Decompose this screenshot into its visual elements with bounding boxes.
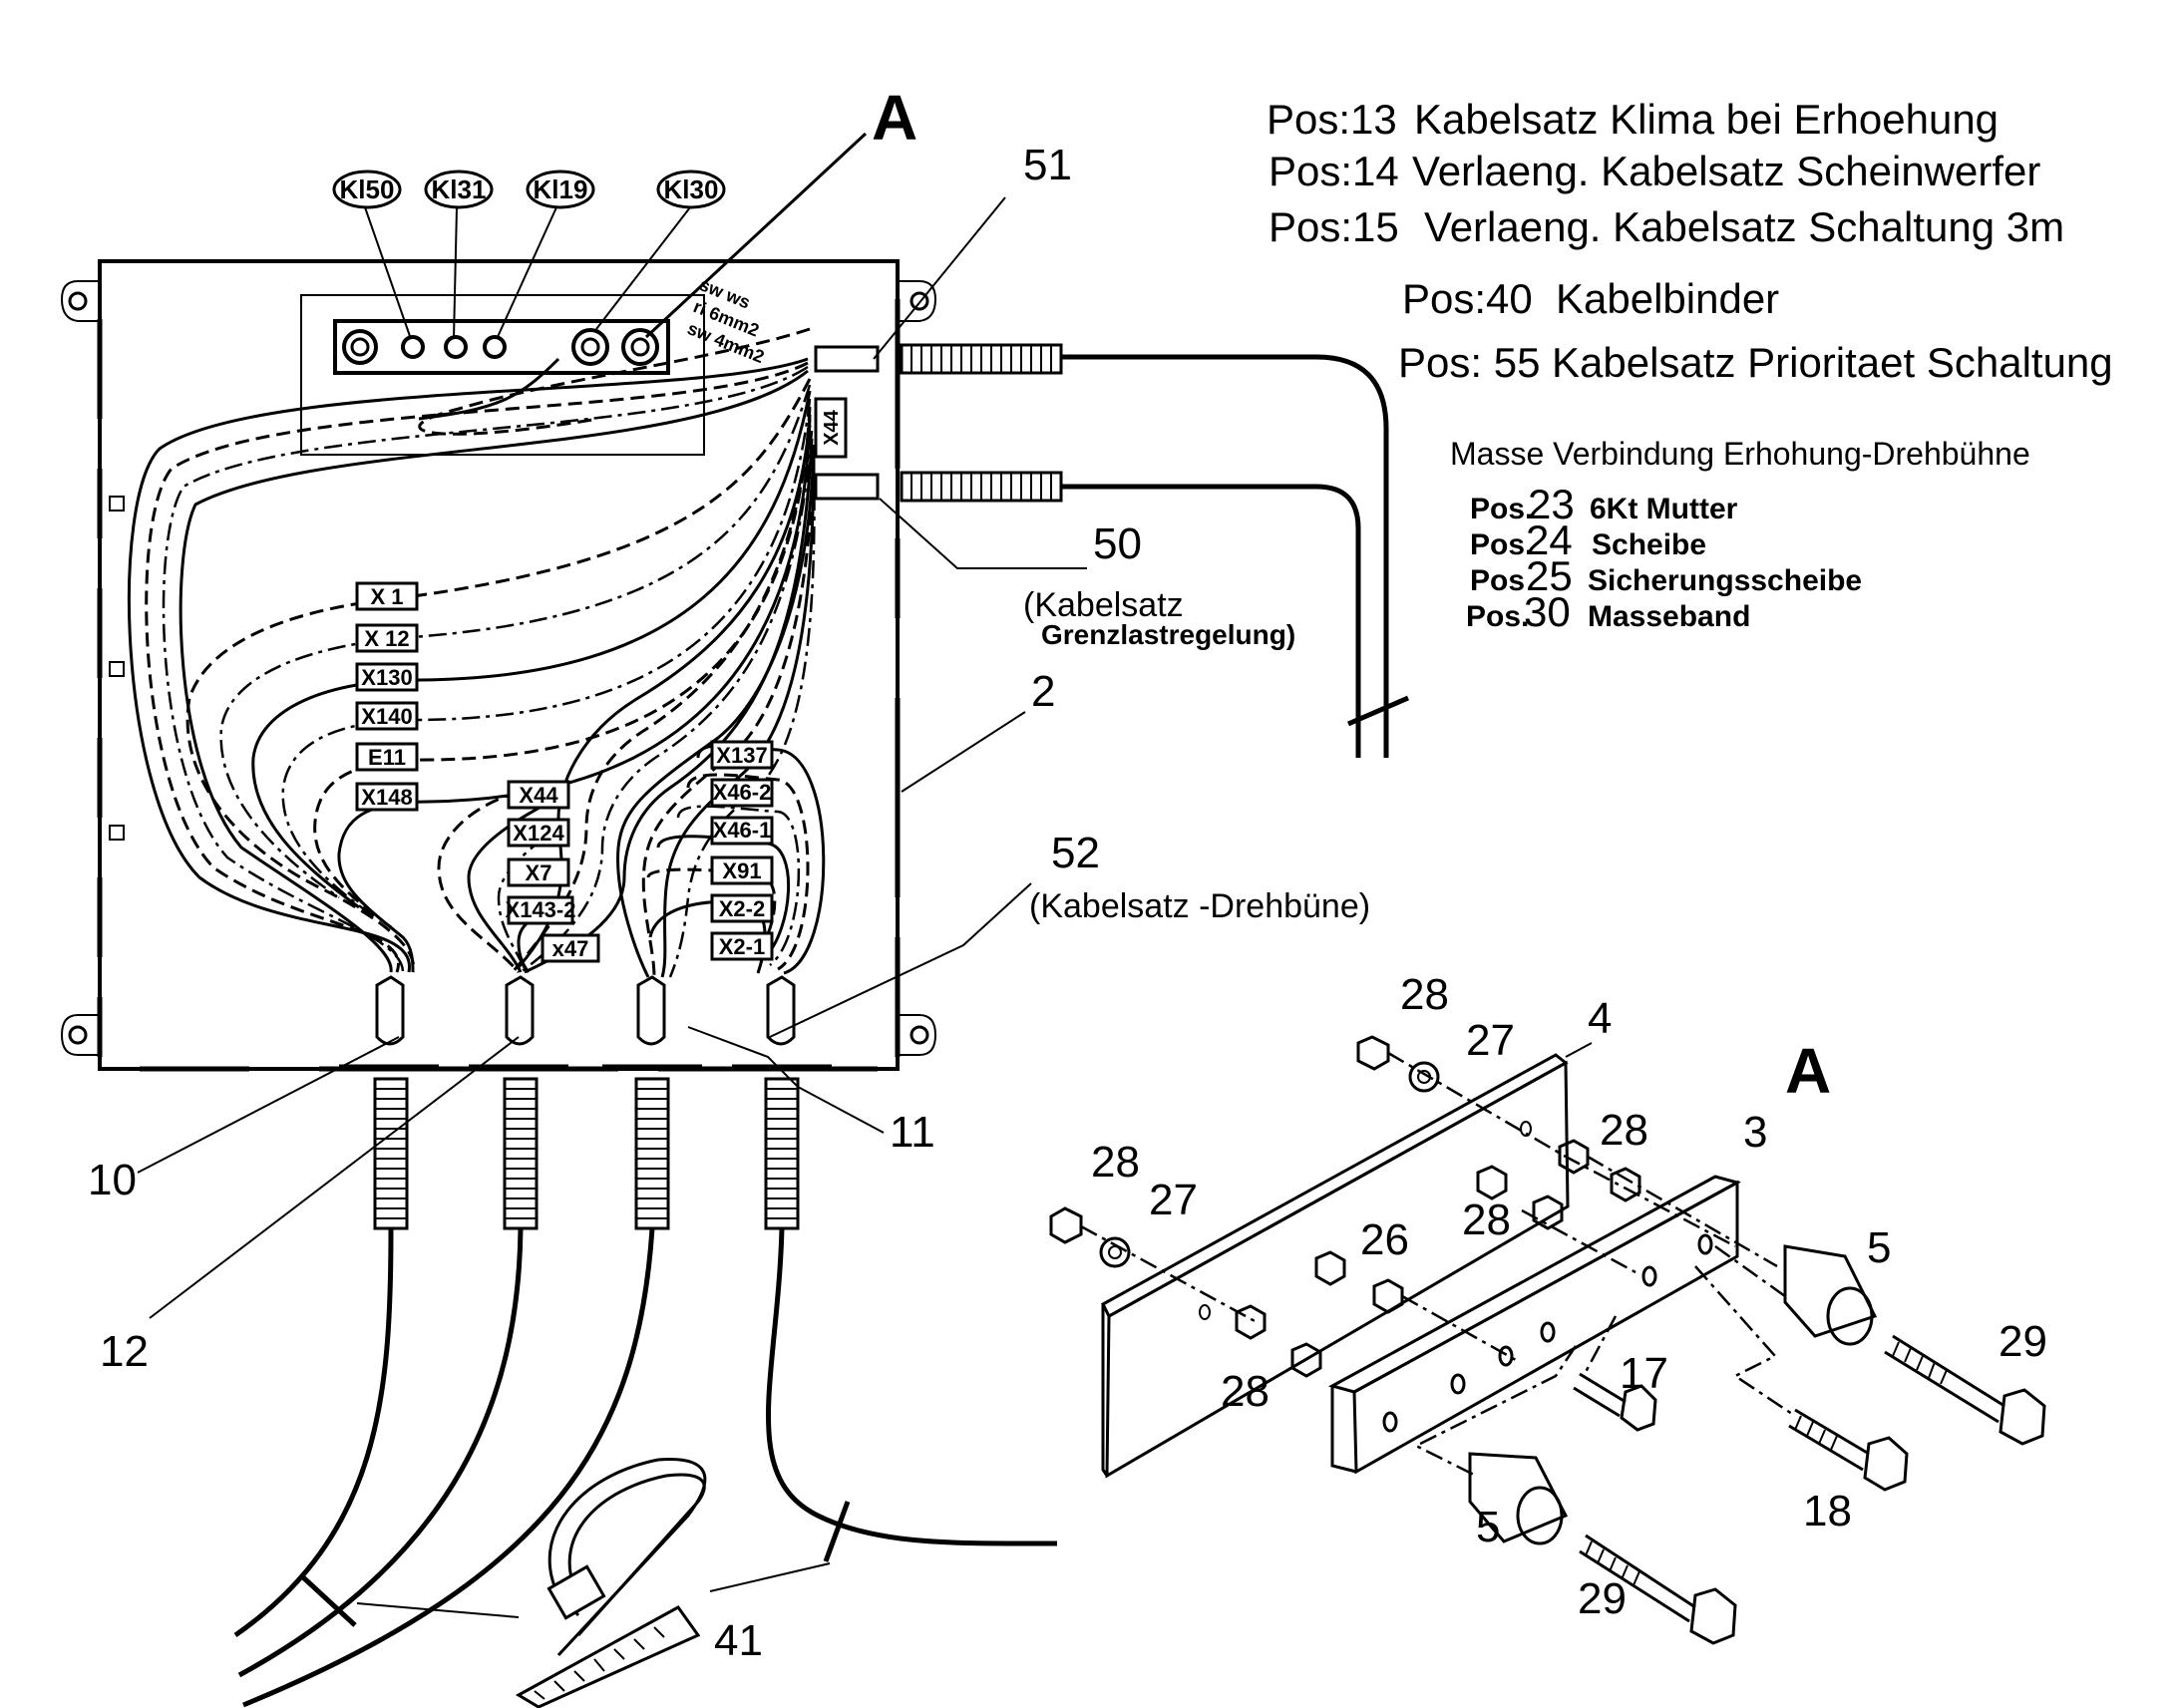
connector-x91: X91 xyxy=(722,858,761,883)
legend-text-14: Verlaeng. Kabelsatz Scheinwerfer xyxy=(1412,148,2040,194)
connector-tags-left: X 1 X 12 X130 X140 E11 X148 xyxy=(355,581,419,812)
connector-x140: X140 xyxy=(361,704,412,729)
note-kabelsatz-dreh: (Kabelsatz -Drehbüne) xyxy=(1029,887,1370,925)
connector-x44: X44 xyxy=(519,783,558,808)
connector-x2-1: X2-1 xyxy=(719,934,765,959)
detail-callout-18: 18 xyxy=(1803,1487,1852,1536)
connector-x47: x47 xyxy=(552,936,589,961)
detail-callouts: 28 27 4 28 3 28 27 28 26 5 29 17 28 18 5… xyxy=(1091,970,2047,1623)
detail-callout-28e: 28 xyxy=(1221,1367,1270,1416)
masse-pos-23: Pos. xyxy=(1470,493,1533,525)
detail-a-label: A xyxy=(872,82,917,154)
masse-title: Masse Verbindung Erhohung-Drehbühne xyxy=(1450,436,2030,472)
note-kabelsatz-grenz-2: Grenzlastregelung) xyxy=(1041,619,1295,650)
legend-text-55: Kabelsatz Prioritaet Schaltung xyxy=(1552,339,2113,386)
detail-a-title: A xyxy=(1785,1035,1831,1107)
side-cable-entries: X44 xyxy=(814,343,1409,758)
masse-text-25: Sicherungsscheibe xyxy=(1588,564,1862,597)
terminal-kl50: Kl50 xyxy=(340,174,395,204)
callout-2: 2 xyxy=(1031,667,1055,716)
connector-x2-2: X2-2 xyxy=(719,896,765,921)
masse-pos-24: Pos. xyxy=(1470,528,1533,561)
masse-text-23: 6Kt Mutter xyxy=(1590,493,1738,525)
cable-tie xyxy=(515,1457,707,1708)
connector-tags-mid: X44 X124 X7 X143-2 x47 xyxy=(506,780,600,963)
detail-callout-27b: 27 xyxy=(1149,1176,1198,1224)
note-kabelsatz-grenz-1: (Kabelsatz xyxy=(1023,586,1184,624)
detail-callout-4: 4 xyxy=(1588,994,1612,1043)
detail-callout-3: 3 xyxy=(1743,1108,1767,1157)
terminal-plate xyxy=(300,294,705,456)
terminal-kl19: Kl19 xyxy=(534,174,588,204)
detail-callout-28b: 28 xyxy=(1600,1106,1648,1155)
bottom-callouts: 10 11 12 41 xyxy=(88,1026,935,1665)
masse-pos-25: Pos xyxy=(1470,564,1525,597)
detail-a-pointer: A sw ws ri 6mm2 sw 4mm2 xyxy=(644,82,917,367)
masse-text-30: Masseband xyxy=(1588,600,1750,633)
detail-callout-26: 26 xyxy=(1360,1215,1409,1264)
legend-text-15: Verlaeng. Kabelsatz Schaltung 3m xyxy=(1424,203,2064,250)
detail-callout-5b: 5 xyxy=(1476,1503,1500,1551)
masse-num-30: 30 xyxy=(1524,588,1571,635)
connector-x137: X137 xyxy=(716,743,767,768)
callout-12: 12 xyxy=(100,1327,149,1376)
legend: Pos:13 Kabelsatz Klima bei Erhoehung Pos… xyxy=(1267,96,2113,386)
legend-pos-15: Pos:15 xyxy=(1269,203,1399,250)
connector-x148: X148 xyxy=(361,785,412,810)
connector-x7: X7 xyxy=(526,860,552,885)
detail-callout-28d: 28 xyxy=(1462,1196,1511,1244)
detail-callout-5a: 5 xyxy=(1867,1223,1891,1272)
connector-x46-2: X46-2 xyxy=(713,780,772,805)
legend-text-40: Kabelbinder xyxy=(1556,275,1779,322)
detail-callout-29a: 29 xyxy=(1998,1317,2047,1366)
connector-e11: E11 xyxy=(368,745,406,770)
wiring-harness xyxy=(127,327,826,978)
connector-x44-side: X44 xyxy=(821,409,843,445)
legend-pos-40: Pos:40 xyxy=(1402,275,1533,322)
masse-num-24: 24 xyxy=(1526,516,1573,563)
detail-a-view: A xyxy=(1049,1035,2046,1645)
legend-pos-55: Pos: 55 xyxy=(1398,339,1540,386)
connector-x130: X130 xyxy=(361,665,412,690)
callout-41: 41 xyxy=(714,1616,763,1665)
masse-pos-30: Pos. xyxy=(1466,600,1529,633)
connector-x124: X124 xyxy=(513,821,564,846)
connector-x12: X 12 xyxy=(364,626,409,651)
connector-x143-2: X143-2 xyxy=(506,897,576,922)
callout-51: 51 xyxy=(1023,141,1072,189)
box-callouts: 51 50 (Kabelsatz Grenzlastregelung) 2 52… xyxy=(769,141,1370,1038)
detail-callout-29b: 29 xyxy=(1578,1574,1627,1623)
callout-10: 10 xyxy=(88,1156,137,1204)
terminal-kl31: Kl31 xyxy=(432,174,487,204)
terminal-kl30: Kl30 xyxy=(664,174,719,204)
connector-x1: X 1 xyxy=(370,584,403,609)
masse-num-23: 23 xyxy=(1528,481,1575,527)
masse-num-25: 25 xyxy=(1526,552,1573,599)
bottom-cable-glands xyxy=(339,975,832,1230)
masse-text-24: Scheibe xyxy=(1592,528,1706,561)
legend-pos-13: Pos:13 xyxy=(1267,96,1397,143)
legend-text-13: Kabelsatz Klima bei Erhoehung xyxy=(1414,96,1998,143)
legend-pos-14: Pos:14 xyxy=(1269,148,1399,194)
callout-50: 50 xyxy=(1093,519,1142,568)
masse-legend: Masse Verbindung Erhohung-Drehbühne Pos.… xyxy=(1450,436,2030,635)
detail-callout-17: 17 xyxy=(1620,1349,1668,1398)
detail-callout-28c: 28 xyxy=(1091,1138,1140,1187)
connector-x46-1: X46-1 xyxy=(713,818,772,843)
detail-callout-28a: 28 xyxy=(1400,970,1449,1019)
terminal-labels: Kl50 Kl31 Kl19 Kl30 xyxy=(332,170,726,340)
callout-52: 52 xyxy=(1051,829,1100,877)
connector-tags-right: X137 X46-2 X46-1 X91 X2-2 X2-1 xyxy=(710,740,774,961)
external-cables xyxy=(233,1227,1058,1708)
callout-11: 11 xyxy=(890,1108,935,1157)
detail-callout-27a: 27 xyxy=(1466,1016,1515,1065)
